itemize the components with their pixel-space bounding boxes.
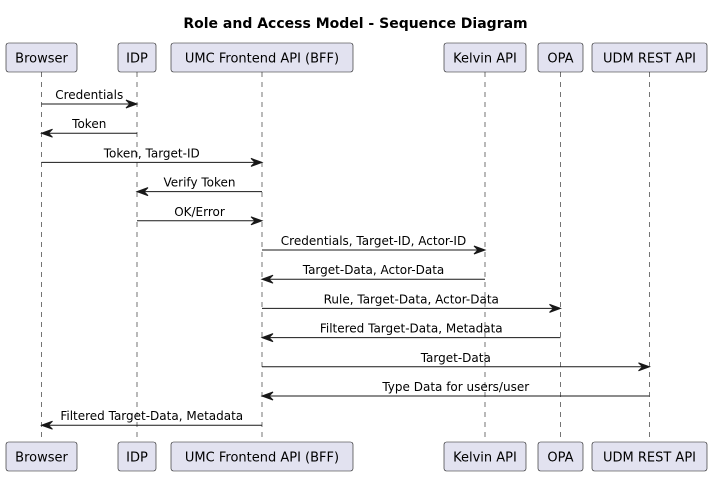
participant-label: UMC Frontend API (BFF) [185, 52, 339, 67]
participant-browser-bottom: Browser [5, 441, 78, 472]
participant-box [537, 441, 584, 472]
participant-label: Browser [15, 451, 68, 466]
message-8: Rule, Target-Data, Actor-Data [262, 292, 562, 313]
participant-idp-bottom: IDP [117, 441, 157, 472]
participant-udm-top: UDM REST API [591, 42, 708, 73]
participants-bottom: Browser IDP UMC Frontend API (BFF) Kelvin A… [5, 441, 708, 472]
participant-label: UDM REST API [603, 52, 696, 67]
message-label: Target-Data, Actor-Data [302, 263, 445, 277]
arrowhead-icon [260, 391, 274, 401]
participant-box [591, 42, 708, 73]
participant-idp-top: IDP [117, 42, 157, 73]
arrowhead-icon [40, 128, 53, 138]
participant-opa-bottom: OPA [537, 441, 584, 472]
message-label: Rule, Target-Data, Actor-Data [324, 292, 499, 306]
participant-label: UMC Frontend API (BFF) [185, 451, 339, 466]
message-label: Credentials [55, 88, 123, 102]
message-1: Credentials [41, 88, 139, 109]
participant-box [591, 441, 708, 472]
message-2: Token [40, 117, 137, 138]
arrowhead-icon [250, 216, 264, 226]
participant-label: Browser [15, 52, 68, 67]
diagram-title: Role and Access Model - Sequence Diagram [183, 16, 527, 32]
message-10: Target-Data [262, 351, 651, 372]
message-label: OK/Error [174, 205, 225, 219]
message-label: Target-Data [420, 351, 491, 365]
participant-udm-bottom: UDM REST API [591, 441, 708, 472]
message-label: Token, Target-ID [103, 146, 200, 160]
lifelines [41, 72, 650, 442]
participant-kelvin-top: Kelvin API [443, 42, 527, 73]
message-5: OK/Error [137, 205, 264, 226]
arrowhead-icon [40, 420, 53, 430]
arrowhead-icon [135, 187, 149, 197]
message-12: Filtered Target-Data, Metadata [40, 409, 262, 430]
participant-box [170, 441, 354, 472]
message-label: Filtered Target-Data, Metadata [60, 409, 243, 423]
participant-opa-top: OPA [537, 42, 584, 73]
arrowhead-icon [638, 362, 651, 372]
message-9: Filtered Target-Data, Metadata [260, 322, 561, 343]
participant-box [117, 441, 157, 472]
participant-browser-top: Browser [5, 42, 78, 73]
message-11: Type Data for users/user [260, 380, 650, 401]
participant-box [5, 441, 78, 472]
participant-umc-bottom: UMC Frontend API (BFF) [170, 441, 354, 472]
participant-kelvin-bottom: Kelvin API [443, 441, 527, 472]
message-label: Type Data for users/user [381, 380, 529, 394]
arrowhead-icon [549, 303, 562, 313]
participant-label: OPA [547, 451, 573, 466]
participant-box [5, 42, 78, 73]
participants-top: Browser IDP UMC Frontend API (BFF) Kelvin A… [5, 42, 708, 73]
participant-box [117, 42, 157, 73]
message-4: Verify Token [135, 176, 262, 197]
arrowhead-icon [250, 157, 264, 167]
participant-label: Kelvin API [453, 451, 517, 466]
arrowhead-icon [260, 333, 274, 343]
participant-box [443, 441, 527, 472]
participant-box [537, 42, 584, 73]
participant-label: IDP [126, 52, 148, 67]
participant-label: Kelvin API [453, 52, 517, 67]
message-label: Verify Token [164, 176, 236, 190]
message-label: Token [71, 117, 106, 131]
message-label: Credentials, Target-ID, Actor-ID [281, 234, 466, 248]
participant-label: IDP [126, 451, 148, 466]
message-label: Filtered Target-Data, Metadata [320, 322, 503, 336]
participant-box [170, 42, 354, 73]
arrowhead-icon [473, 245, 487, 255]
message-7: Target-Data, Actor-Data [260, 263, 485, 284]
message-3: Token, Target-ID [41, 146, 264, 167]
message-6: Credentials, Target-ID, Actor-ID [262, 234, 487, 255]
arrowhead-icon [260, 274, 274, 284]
participant-label: OPA [547, 52, 573, 67]
arrowhead-icon [125, 99, 139, 109]
participant-box [443, 42, 527, 73]
participant-label: UDM REST API [603, 451, 696, 466]
participant-umc-top: UMC Frontend API (BFF) [170, 42, 354, 73]
